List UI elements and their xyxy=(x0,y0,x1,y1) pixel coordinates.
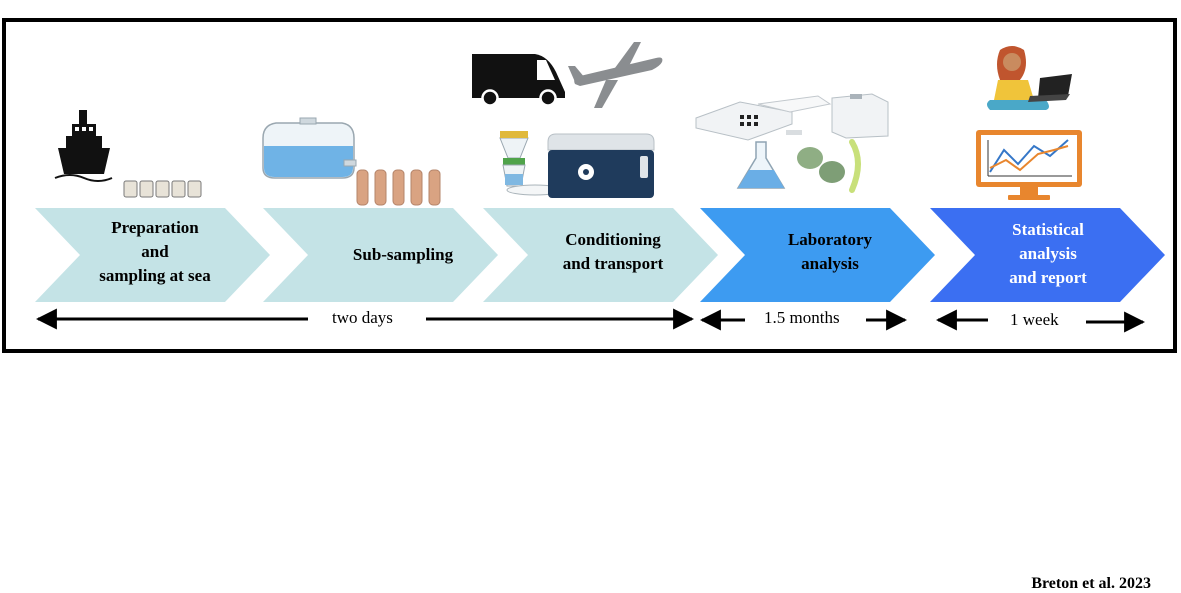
step-label-line: Conditioning xyxy=(565,230,661,249)
step-label-preparation: Preparation and sampling at sea xyxy=(70,216,240,288)
lab-instruments-icon xyxy=(695,93,889,141)
ship-icon xyxy=(54,110,113,182)
step-chevron-subsampling xyxy=(263,208,498,302)
step-label-line: Sub-sampling xyxy=(352,245,454,264)
sample-jars-icon xyxy=(123,180,202,198)
step-label-line: analysis xyxy=(1019,244,1077,263)
step-label-line: Preparation xyxy=(111,218,199,237)
step-label-line: and report xyxy=(1009,268,1087,287)
tubes-icon xyxy=(356,169,441,206)
step-chevron-preparation xyxy=(35,208,270,302)
duration-label-two-days: two days xyxy=(326,308,399,328)
step-label-line: and xyxy=(141,242,169,261)
step-label-subsampling: Sub-sampling xyxy=(318,243,488,267)
van-icon xyxy=(472,54,565,107)
flask-icon xyxy=(736,141,786,189)
step-chevron-statistics xyxy=(930,208,1165,302)
step-label-line: and transport xyxy=(562,254,664,273)
step-label-line: analysis xyxy=(801,254,859,273)
filter-funnel-icon xyxy=(499,131,529,187)
step-label-statistics: Statistical analysis and report xyxy=(963,218,1133,290)
step-chevron-conditioning xyxy=(483,208,718,302)
step-label-line: Statistical xyxy=(1012,220,1084,239)
monitor-chart-icon xyxy=(976,130,1082,200)
person-laptop-icon xyxy=(987,46,1072,110)
credit-text: Breton et al. 2023 xyxy=(1031,575,1151,592)
step-label-line: sampling at sea xyxy=(99,266,211,285)
step-chevron-laboratory xyxy=(700,208,935,302)
airplane-icon xyxy=(568,42,663,108)
duration-label-week: 1 week xyxy=(1004,310,1065,330)
step-label-conditioning: Conditioning and transport xyxy=(528,228,698,276)
filter-discs-icon xyxy=(797,139,861,193)
step-label-line: Laboratory xyxy=(787,230,873,249)
duration-label-lab: 1.5 months xyxy=(758,308,846,328)
water-tank-icon xyxy=(262,117,357,179)
cooler-box-icon xyxy=(547,133,655,198)
step-label-laboratory: Laboratory analysis xyxy=(745,228,915,276)
